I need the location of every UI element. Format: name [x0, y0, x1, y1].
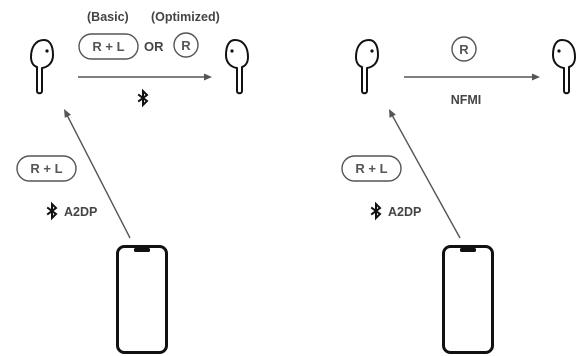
earbud-icon	[355, 39, 379, 95]
earbud-icon	[225, 39, 249, 95]
right-phone-rl-pill-label: R + L	[355, 161, 387, 176]
phone-to-earbud-arrow	[391, 114, 461, 239]
smartphone-icon	[442, 245, 494, 354]
earbud-icon	[30, 39, 54, 95]
a2dp-label: A2DP	[388, 205, 421, 219]
right-panel: R NFMI R + L A2DP	[341, 36, 576, 354]
right-r-circle-label: R	[459, 42, 469, 57]
or-label: OR	[144, 39, 164, 54]
smartphone-icon	[116, 245, 168, 354]
left-r-circle	[173, 32, 199, 58]
earbud-icon	[552, 39, 576, 95]
left-phone-rl-pill	[16, 155, 77, 182]
bluetooth-icon	[371, 203, 381, 219]
left-phone-rl-pill-label: R + L	[30, 161, 62, 176]
right-r-circle	[451, 36, 477, 62]
optimized-label: (Optimized)	[151, 10, 220, 24]
left-r-circle-label: R	[181, 38, 191, 53]
basic-label: (Basic)	[87, 10, 129, 24]
left-rl-pill-label: R + L	[92, 39, 124, 54]
bluetooth-icon	[138, 90, 148, 106]
nfmi-label: NFMI	[451, 93, 482, 107]
a2dp-label: A2DP	[64, 205, 97, 219]
left-rl-pill	[78, 33, 139, 60]
left-panel: (Basic) (Optimized) R + L OR R R + L A2D…	[16, 10, 249, 354]
bluetooth-icon	[47, 203, 57, 219]
phone-to-earbud-arrow	[66, 114, 131, 239]
right-phone-rl-pill	[341, 155, 402, 182]
